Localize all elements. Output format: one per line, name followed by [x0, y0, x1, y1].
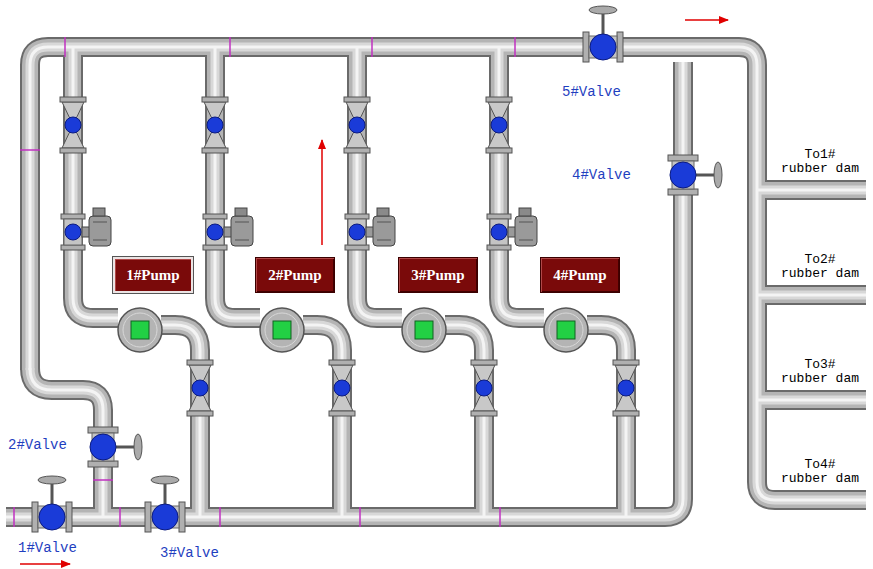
outlet-label: To4# rubber dam [778, 458, 862, 486]
valve-label: 2#Valve [8, 437, 67, 453]
outlet-label: To2# rubber dam [778, 253, 862, 281]
valve-label: 4#Valve [572, 167, 631, 183]
pump-name: 2#Pump [268, 267, 321, 284]
pump-name: 1#Pump [126, 267, 179, 284]
pump-button: 4#Pump [540, 257, 620, 293]
valve-label: 3#Valve [160, 545, 219, 561]
outlet-label: To1# rubber dam [778, 148, 862, 176]
pump-name: 3#Pump [411, 267, 464, 284]
valve-label: 5#Valve [562, 84, 621, 100]
pump-button: 3#Pump [398, 257, 478, 293]
outlet-label: To3# rubber dam [778, 358, 862, 386]
pump-button: 1#Pump [113, 257, 193, 293]
pump-name: 4#Pump [553, 267, 606, 284]
pump-button: 2#Pump [255, 257, 335, 293]
valve-label: 1#Valve [18, 540, 77, 556]
